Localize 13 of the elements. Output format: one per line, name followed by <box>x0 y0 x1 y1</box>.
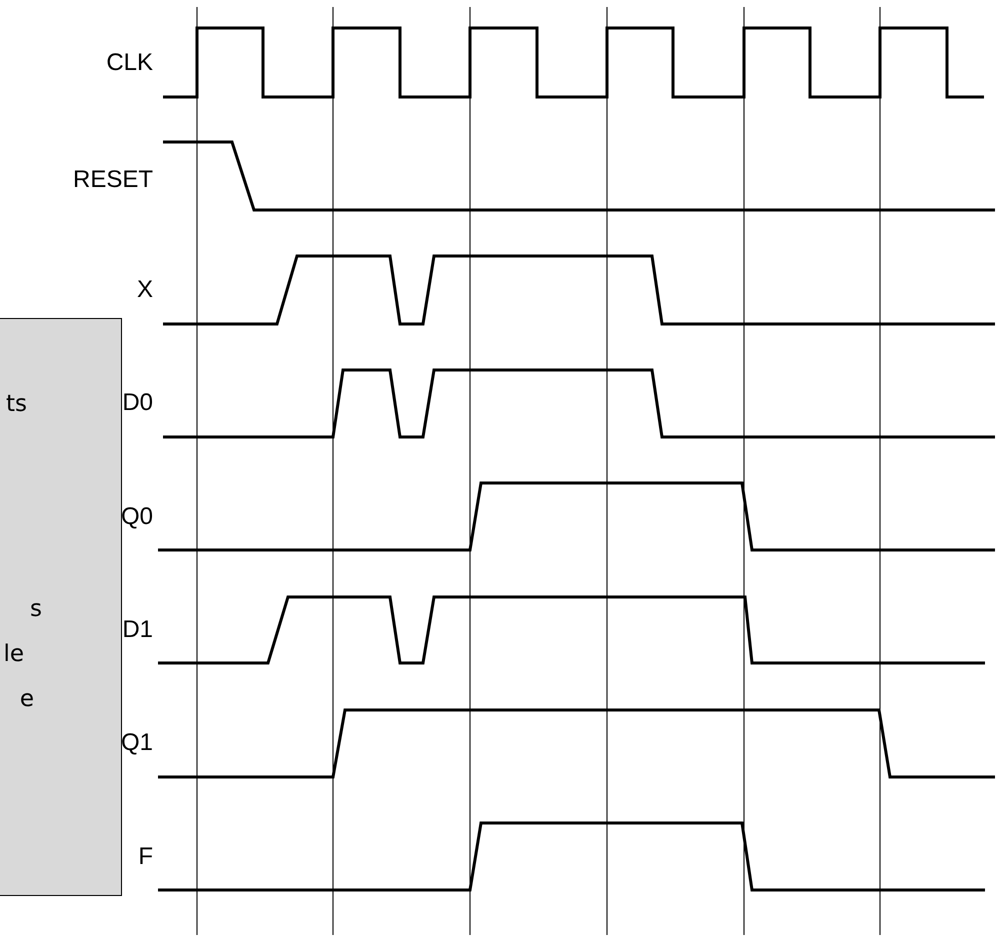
note-panel <box>0 318 122 896</box>
signal-name: F <box>137 843 153 871</box>
signal-name: Q0 <box>120 503 153 531</box>
signal-name: D0 <box>121 389 153 417</box>
signal-name: CLK <box>105 49 153 77</box>
note-text: ts <box>6 390 27 418</box>
note-text: le <box>3 640 24 668</box>
signal-name: Q1 <box>120 729 153 757</box>
note-text: s <box>30 595 42 623</box>
signal-name: X <box>136 276 153 304</box>
signal-name: RESET <box>72 166 153 194</box>
signal-name: D1 <box>121 616 153 644</box>
note-text: e <box>20 685 34 713</box>
